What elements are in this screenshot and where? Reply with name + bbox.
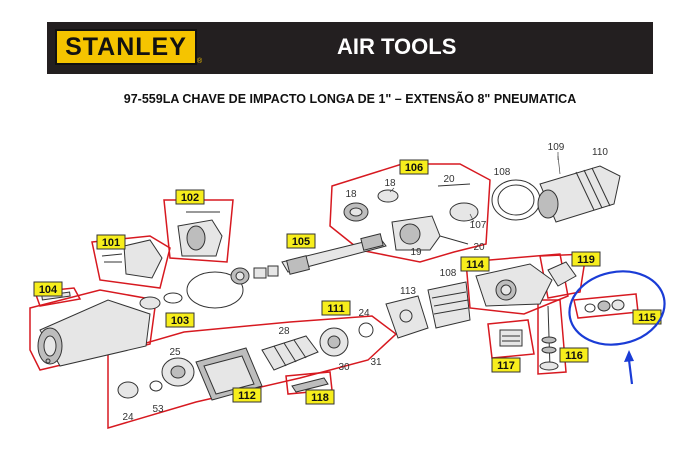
product-subtitle: 97-559LA CHAVE DE IMPACTO LONGA DE 1" – … [123, 92, 577, 106]
stanley-logo: STANLEY [55, 29, 197, 65]
label-115: 115 [632, 309, 662, 325]
rotor-28-part [261, 335, 319, 371]
group-outline-106 [329, 163, 491, 263]
gasket-113-part [385, 295, 429, 339]
seal-set-115-part [584, 299, 625, 313]
o-ring-large-part [186, 271, 244, 309]
part-number-109: 109 [548, 142, 565, 153]
washer-24b-part [117, 381, 139, 399]
part-number-24-right: 24 [358, 308, 370, 319]
extension-shaft-105-part [281, 233, 387, 275]
label-103: 103 [165, 312, 195, 328]
cover-plate-101-part [101, 239, 163, 279]
svg-text:115: 115 [638, 312, 656, 324]
svg-text:118: 118 [311, 392, 329, 404]
rear-ring-108-inner [497, 184, 535, 216]
front-plate-25-part [161, 357, 195, 387]
cylinder-112-part [195, 347, 263, 401]
svg-text:103: 103 [171, 315, 189, 327]
o-ring-53-part [149, 380, 163, 392]
label-101: 101 [96, 234, 126, 250]
valve-stem-116-part [539, 305, 559, 371]
regulator-117-part [499, 329, 523, 347]
part-number-18-left: 18 [345, 189, 357, 200]
callout-arrow [624, 350, 634, 385]
part-number-24-left: 24 [122, 412, 134, 423]
part-number-25: 25 [169, 347, 181, 358]
part-number-108-top: 108 [494, 167, 511, 178]
svg-text:111: 111 [327, 303, 344, 315]
part-number-31: 31 [370, 357, 382, 368]
label-118: 118 [305, 389, 335, 405]
washer-part [139, 296, 161, 310]
part-number-20-top: 20 [443, 174, 455, 185]
part-number-108-mid: 108 [440, 268, 457, 279]
group-outline-101 [91, 235, 171, 289]
label-102: 102 [175, 189, 205, 205]
part-number-107: 107 [470, 220, 487, 231]
handle-housing-114-part [475, 263, 553, 307]
svg-text:102: 102 [181, 192, 199, 204]
header-title: AIR TOOLS [337, 34, 457, 59]
motor-housing-110-part [537, 165, 621, 223]
svg-text:105: 105 [292, 236, 310, 248]
brand-name: STANLEY [65, 32, 187, 61]
bearing-part [230, 265, 279, 285]
part-number-20-bottom: 20 [473, 242, 485, 253]
group-outline-111 [107, 315, 398, 430]
label-105: 105 [286, 233, 316, 249]
label-114: 114 [460, 256, 490, 272]
svg-text:112: 112 [238, 390, 256, 402]
part-number-110: 110 [592, 147, 608, 158]
label-112: 112 [232, 387, 262, 403]
part-number-18-right: 18 [384, 178, 396, 189]
leader-107 [469, 213, 475, 223]
svg-text:101: 101 [102, 237, 120, 249]
trigger-119-part [547, 261, 577, 287]
part-number-28: 28 [278, 326, 290, 337]
rear-ring-108-part [491, 179, 541, 221]
hammer-case-part [37, 299, 151, 367]
header-bar: STANLEY ® AIR TOOLS [47, 22, 653, 74]
label-106: 106 [399, 159, 429, 175]
svg-text:119: 119 [577, 254, 595, 266]
group-outline-103 [29, 289, 157, 371]
label-119: 119 [571, 251, 601, 267]
label-116: 116 [559, 347, 589, 363]
group-outline-116 [537, 299, 567, 375]
handle-block-102-part [177, 211, 223, 257]
o-ring-small-part [163, 292, 183, 304]
svg-text:117: 117 [497, 360, 515, 372]
svg-text:114: 114 [466, 259, 485, 271]
spring-118-part [291, 377, 329, 393]
label-111: 111 [321, 300, 351, 316]
svg-text:104: 104 [39, 284, 58, 296]
svg-text:106: 106 [405, 162, 423, 174]
part-number-113: 113 [400, 286, 416, 297]
label-117: 117 [491, 357, 521, 373]
group-outline-102 [163, 199, 234, 263]
washer-24-part [358, 322, 374, 338]
part-number-53: 53 [152, 404, 164, 415]
back-plate-108-part [427, 281, 471, 329]
highlight-circle-115 [568, 270, 666, 346]
part-number-30: 30 [338, 362, 350, 373]
group-outline-117 [487, 319, 535, 359]
part-number-19: 19 [410, 247, 422, 258]
leader-18b [389, 187, 395, 193]
label-104: 104 [33, 281, 63, 297]
svg-text:116: 116 [565, 350, 583, 362]
registered-mark: ® [197, 58, 203, 65]
